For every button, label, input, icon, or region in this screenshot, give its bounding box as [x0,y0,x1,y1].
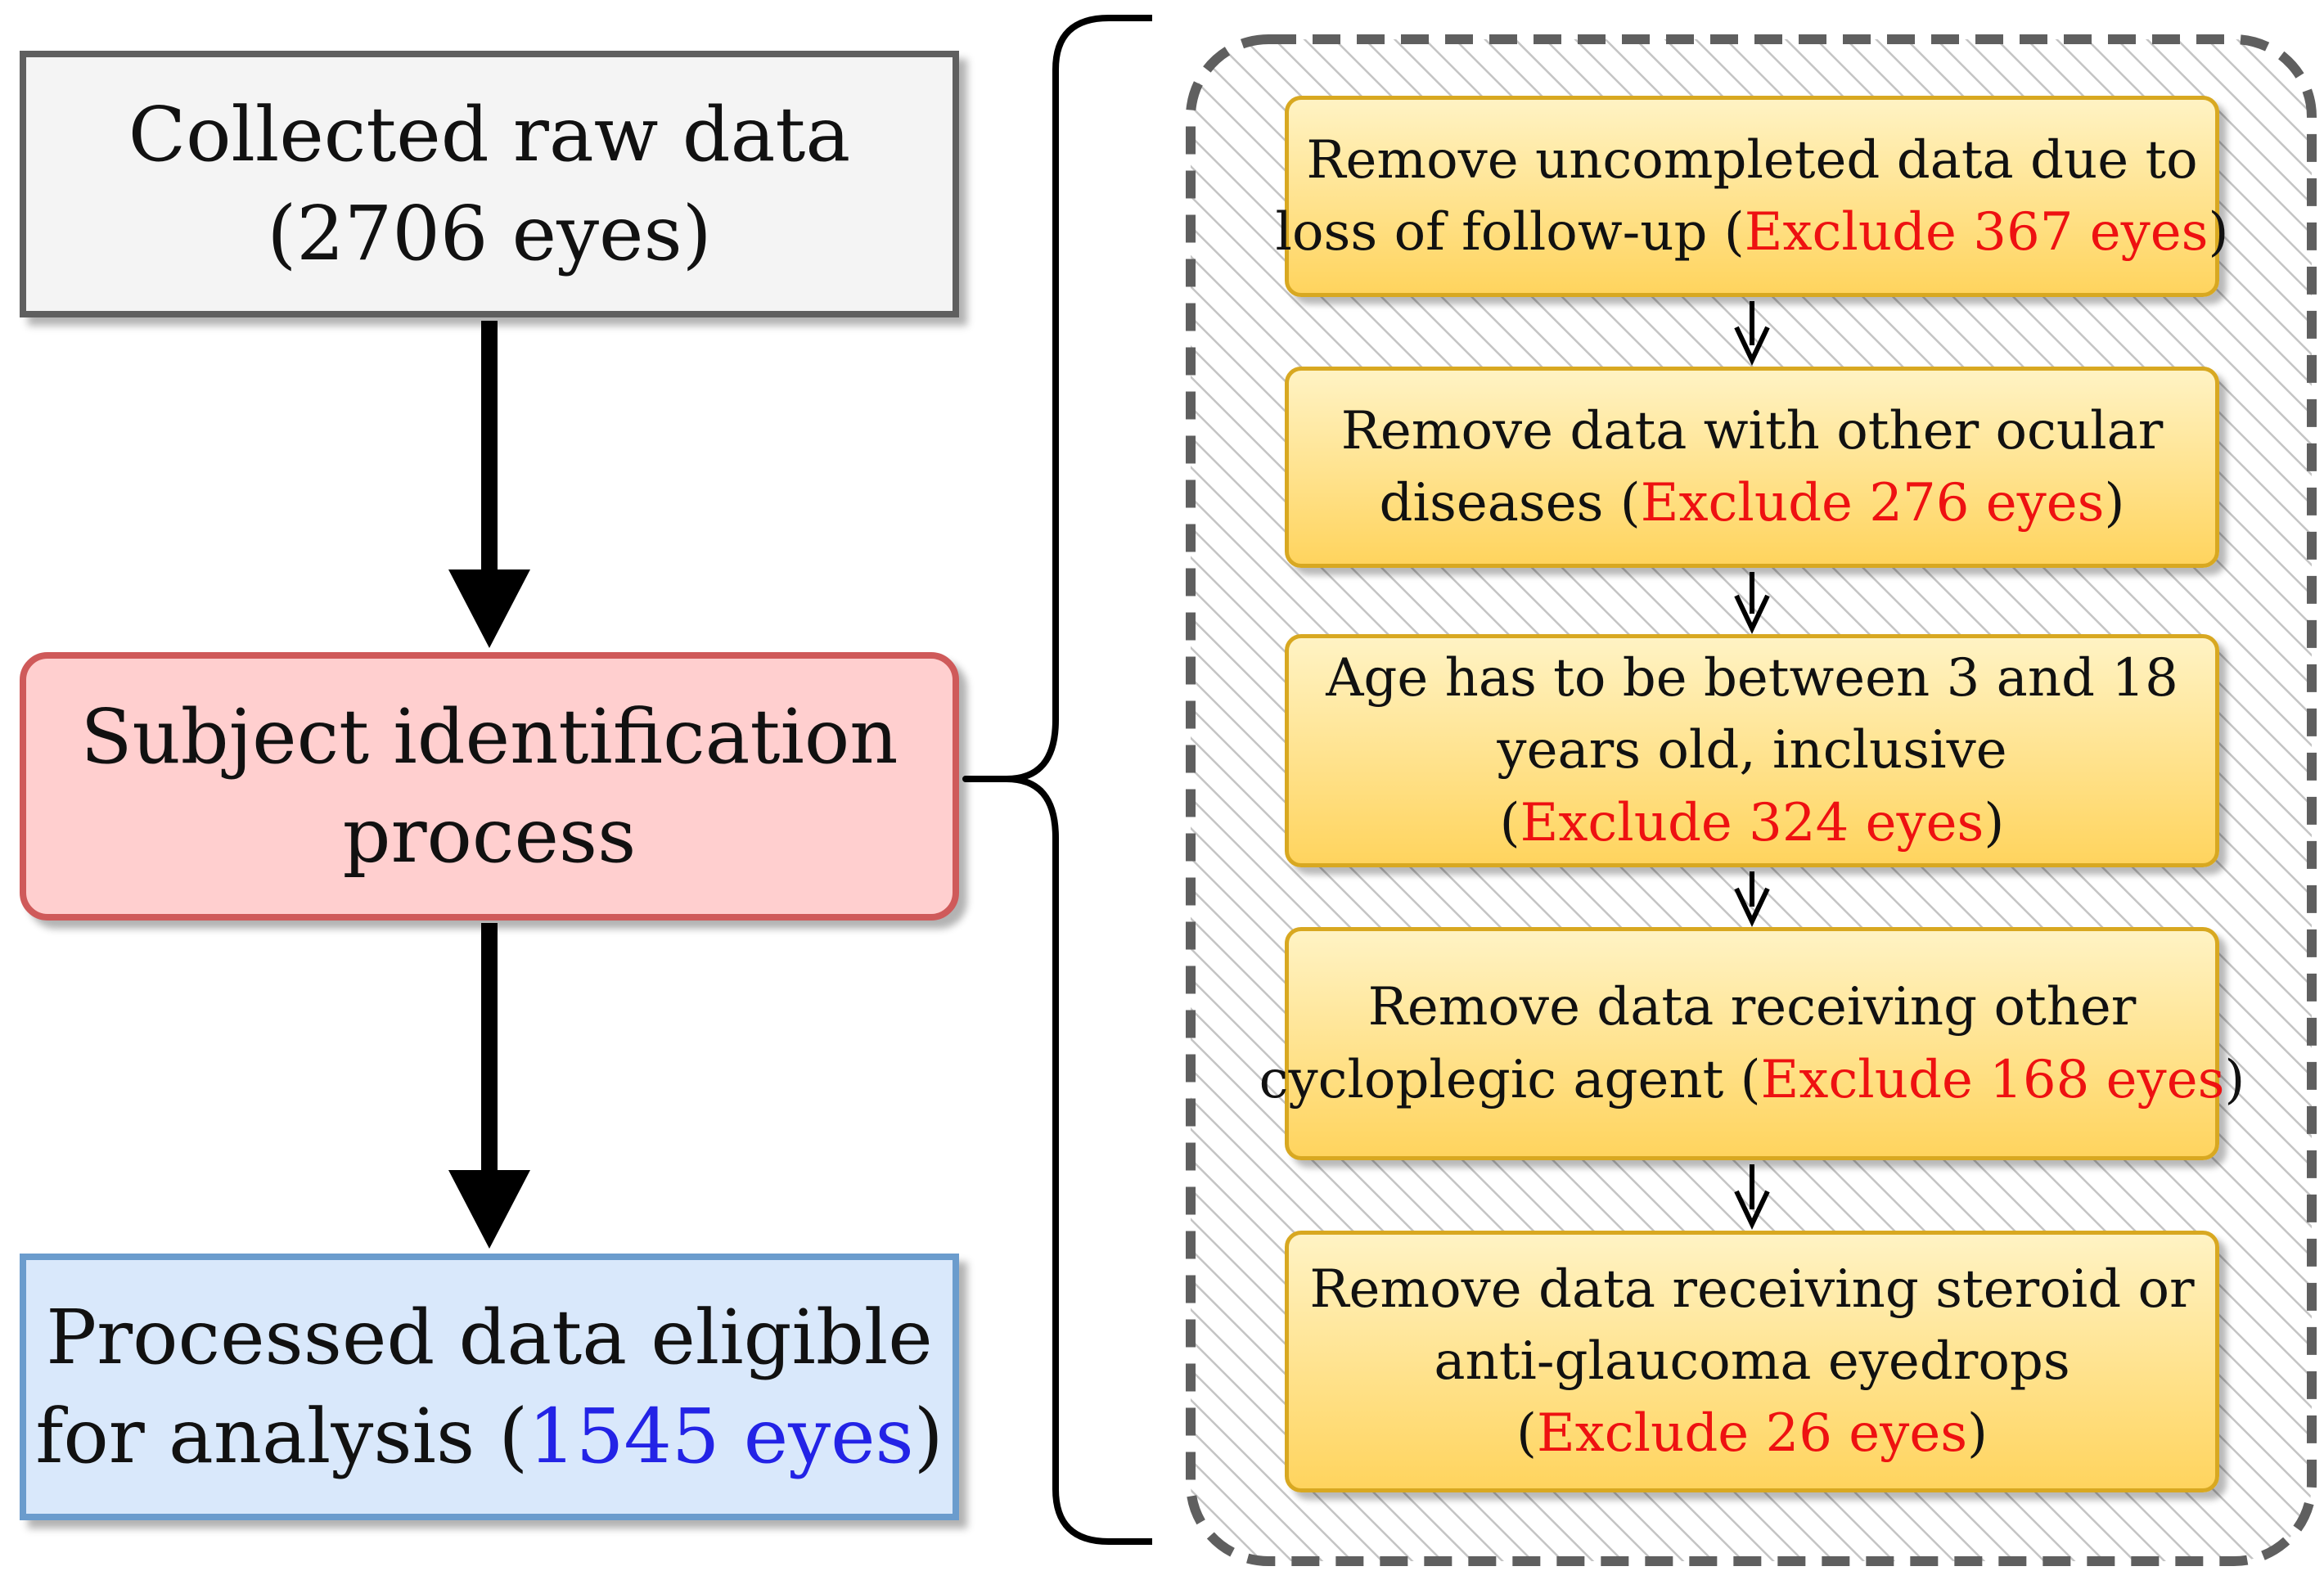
processed-line-2-prefix: for analysis ( [35,1393,529,1480]
criterion-5-line-1: Remove data receiving steroid or [1309,1258,2195,1320]
step-arrow-3 [1734,871,1770,927]
criterion-4-prefix: cycloplegic agent ( [1259,1049,1761,1110]
subject-line-2: process [342,792,637,880]
criterion-3-line-1: Age has to be between 3 and 18 [1326,648,2178,709]
brace-connector [962,15,1152,1545]
raw-line-2: (2706 eyes) [267,190,712,277]
criterion-2-line-2: diseases (Exclude 276 eyes) [1380,467,2125,539]
criterion-2-suffix: ) [2104,473,2125,533]
criterion-2-exclude-count: Exclude 276 eyes [1640,473,2105,533]
criterion-3-exclude-count: Exclude 324 eyes [1520,792,1984,853]
subject-identification-box: Subject identification process [20,652,959,921]
collected-raw-data-box: Collected raw data (2706 eyes) [20,51,959,317]
criterion-2-line-1: Remove data with other ocular [1340,400,2164,461]
criterion-1-suffix: ) [2208,202,2229,263]
criterion-5-suffix: ) [1967,1403,1988,1465]
criterion-4-line-1: Remove data receiving other [1367,977,2137,1038]
criterion-1-line-2: loss of follow-up (Exclude 367 eyes) [1276,196,2229,268]
criterion-box-age: Age has to be between 3 and 18 years old… [1285,634,2219,867]
criterion-4-line-2: cycloplegic agent (Exclude 168 eyes) [1259,1044,2245,1116]
criterion-2-prefix: diseases ( [1379,473,1641,533]
criterion-5-line-2: anti-glaucoma eyedrops [1434,1330,2070,1392]
step-arrow-2 [1734,572,1770,634]
criterion-5-prefix: ( [1516,1403,1537,1465]
processed-line-1: Processed data eligible [46,1293,933,1381]
criterion-4-suffix: ) [2224,1049,2245,1110]
step-arrow-4 [1734,1164,1770,1230]
criterion-box-follow-up: Remove uncompleted data due to loss of f… [1276,96,2228,297]
raw-line-1: Collected raw data [128,90,851,178]
criterion-3-prefix: ( [1499,792,1520,853]
criterion-1-prefix: loss of follow-up ( [1275,202,1745,263]
criterion-5-line-3: (Exclude 26 eyes) [1516,1398,1988,1470]
processed-data-box: Processed data eligible for analysis (15… [20,1254,959,1520]
criterion-5-exclude-count: Exclude 26 eyes [1536,1403,1968,1465]
criterion-1-exclude-count: Exclude 367 eyes [1744,202,2209,263]
processed-line-2-suffix: ) [913,1393,944,1480]
processed-line-2: for analysis (1545 eyes) [35,1387,943,1486]
criterion-box-steroid-eyedrops: Remove data receiving steroid or anti-gl… [1285,1231,2219,1492]
criterion-1-line-1: Remove uncompleted data due to [1306,129,2198,191]
criterion-3-line-2: years old, inclusive [1497,720,2007,781]
main-arrow-1 [448,321,530,648]
criterion-3-suffix: ) [1984,792,2005,853]
criterion-box-ocular-diseases: Remove data with other ocular diseases (… [1285,367,2219,568]
eligible-eyes-count: 1545 eyes [528,1393,914,1480]
criterion-4-exclude-count: Exclude 168 eyes [1760,1049,2225,1110]
step-arrow-1 [1734,301,1770,366]
main-arrow-2 [448,923,530,1249]
criterion-box-cycloplegic-agent: Remove data receiving other cycloplegic … [1259,927,2245,1160]
subject-line-1: Subject identification [80,692,899,781]
criterion-3-line-3: (Exclude 324 eyes) [1500,787,2005,859]
